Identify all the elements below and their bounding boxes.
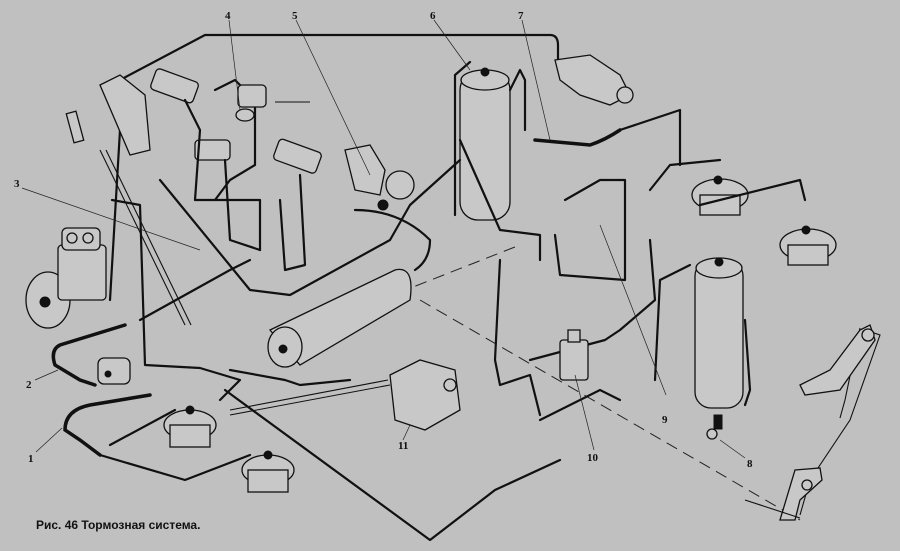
pipe-left-vertical <box>108 128 122 302</box>
coupling-valve <box>554 54 634 106</box>
leader-line-2 <box>34 369 59 381</box>
callout-9: 9 <box>662 414 668 426</box>
leader-line-9 <box>599 224 667 396</box>
pipe-compressor-out <box>110 198 242 402</box>
hand-brake-rod <box>99 149 186 326</box>
callout-1: 1 <box>28 453 34 465</box>
callout-2: 2 <box>26 379 32 391</box>
figure-caption: Рис. 46 Тормозная система. <box>36 518 201 532</box>
brake-chamber-front-2 <box>241 450 295 493</box>
air-receiver-8 <box>653 257 752 409</box>
drain-valve-8 <box>706 414 723 440</box>
callout-3: 3 <box>14 178 20 190</box>
hose-7 <box>533 128 622 147</box>
leader-line-5 <box>295 19 371 176</box>
leader-line-3 <box>21 187 201 251</box>
valve-cluster-top-left <box>150 68 322 272</box>
callout-6: 6 <box>430 10 436 22</box>
pipe-rear-chambers <box>648 158 807 207</box>
parking-brake-lever <box>65 74 151 156</box>
brake-chamber-5 <box>344 144 415 211</box>
brake-chamber-front-1 <box>163 405 217 448</box>
pipe-valve-9 <box>553 178 627 282</box>
leader-line-7 <box>521 19 551 141</box>
leader-line-6 <box>433 19 471 71</box>
leader-line-4 <box>228 19 241 111</box>
leader-line-10 <box>574 374 595 451</box>
pipe-top-main <box>118 33 560 132</box>
pipe-center-vertical <box>493 258 542 417</box>
brake-chamber-rear-2 <box>779 225 837 266</box>
pipe-to-rear <box>618 108 682 167</box>
brake-valve-11 <box>389 359 461 431</box>
linkage-rod-1 <box>229 384 391 416</box>
air-receiver-6 <box>453 60 542 262</box>
pipe-bottom-long <box>223 388 562 542</box>
pipe-diagonal-long <box>138 258 252 322</box>
leader-line-8 <box>719 439 746 459</box>
callout-4: 4 <box>225 10 231 22</box>
callout-5: 5 <box>292 10 298 22</box>
dashed-line-diagonal <box>419 299 801 521</box>
leader-line-11 <box>402 424 411 441</box>
pipe-bottom-right <box>538 388 622 422</box>
callout-10: 10 <box>587 452 599 464</box>
compressor <box>25 227 107 329</box>
pipe-front-tank <box>353 208 432 272</box>
pipe-9-down <box>528 238 657 362</box>
pipe-linkage <box>228 368 352 387</box>
pipe-front-chambers <box>98 408 252 482</box>
linkage-rod-2 <box>229 379 389 411</box>
callout-7: 7 <box>518 10 524 22</box>
air-receiver-front <box>267 268 412 368</box>
pipe-middle-long <box>158 158 462 297</box>
brake-valve-4 <box>235 84 310 122</box>
brake-pedal <box>744 324 881 521</box>
hand-brake-rod-2 <box>105 149 192 326</box>
hose-1 <box>63 393 152 457</box>
hose-2 <box>51 323 127 387</box>
pressure-limiter-10 <box>559 329 589 381</box>
callout-8: 8 <box>747 458 753 470</box>
callout-11: 11 <box>398 440 408 452</box>
pressure-regulator <box>97 357 131 385</box>
leader-line-1 <box>35 427 63 453</box>
